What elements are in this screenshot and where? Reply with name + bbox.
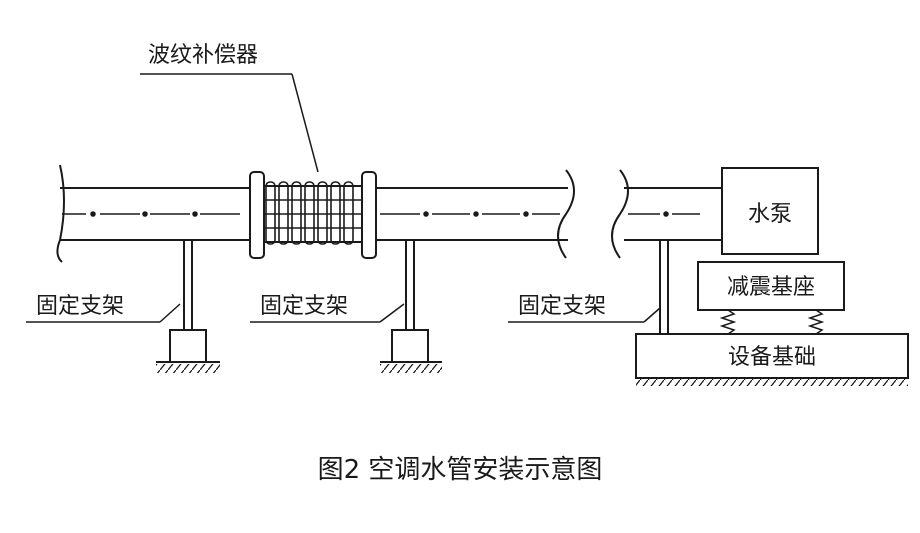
fixed-support-3-label: 固定支架	[518, 294, 606, 319]
damping-base: 减震基座	[697, 261, 845, 311]
compensator-label: 波纹补偿器	[148, 43, 258, 68]
pipe-left	[56, 164, 252, 263]
pump-box: 水泵	[721, 167, 819, 255]
pump-label: 水泵	[748, 202, 792, 227]
fixed-support-2-label: 固定支架	[260, 294, 348, 319]
fixed-support-3: 固定支架	[508, 240, 669, 334]
bellows-convolutions	[264, 181, 362, 245]
fixed-support-1: 固定支架	[26, 240, 220, 373]
damping-spring-icon	[719, 309, 825, 335]
pipe-middle-centerline	[380, 211, 560, 217]
equipment-foundation: 设备基础	[635, 333, 909, 386]
fixed-support-1-label: 固定支架	[36, 294, 124, 319]
pipe-left-centerline	[62, 211, 240, 217]
damping-base-label: 减震基座	[727, 275, 815, 300]
pipe-right	[611, 169, 722, 259]
compensator-callout: 波纹补偿器	[140, 43, 319, 173]
figure-caption: 图2 空调水管安装示意图	[318, 455, 603, 485]
pipe-middle	[376, 169, 575, 259]
bellows-compensator	[249, 171, 377, 259]
fixed-support-2: 固定支架	[250, 240, 442, 373]
pipe-right-centerline	[628, 211, 700, 217]
equipment-foundation-label: 设备基础	[728, 345, 816, 370]
